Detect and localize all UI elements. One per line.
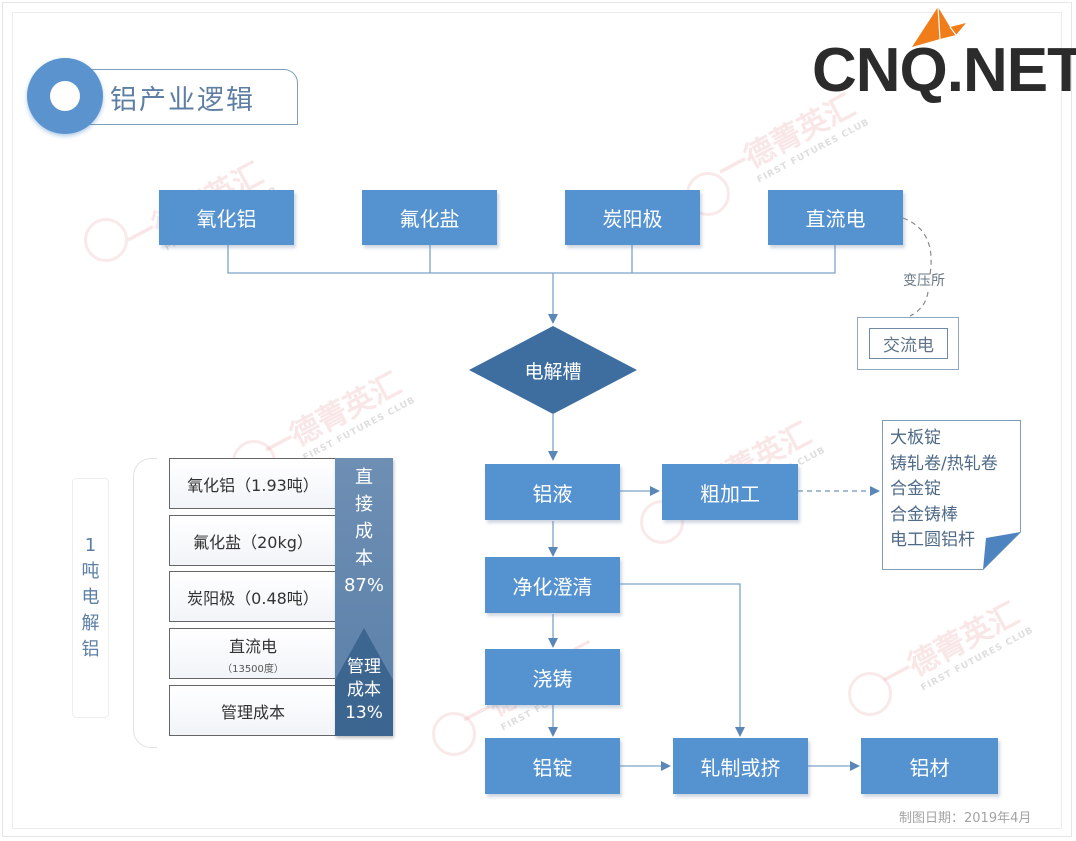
cost-basis-label: 1 吨 电 解 铝	[72, 478, 109, 718]
side-label-char: 铝	[81, 639, 100, 660]
mgmt-cost-line: 管理	[347, 657, 381, 677]
transformer-curve	[902, 217, 932, 276]
side-label-char: 电	[81, 587, 100, 608]
input-box-fluoride: 氟化盐	[362, 190, 497, 245]
rough-products-note: 大板锭 铸轧卷/热轧卷 合金锭 合金铸棒 电工圆铝杆	[882, 420, 1021, 570]
title-ring-icon	[27, 58, 103, 134]
site-logo: CNQ.NET	[812, 36, 1076, 105]
side-label-char: 1	[84, 535, 97, 556]
product-item: 大板锭	[890, 428, 941, 448]
transformer-label: 变压所	[903, 273, 945, 289]
product-item: 合金锭	[890, 479, 941, 499]
direct-cost-char: 成	[355, 521, 373, 542]
cost-row-label: 炭阳极（0.48吨）	[187, 588, 319, 608]
cost-row-management: 管理成本	[169, 685, 336, 736]
transformer-curve	[909, 291, 929, 317]
product-item: 合金铸棒	[890, 504, 958, 525]
management-cost-triangle	[335, 628, 393, 736]
flow-box-aluminum-material: 铝材	[861, 738, 998, 794]
side-label-char: 吨	[81, 561, 100, 582]
flow-box-liquid-aluminum: 铝液	[485, 464, 620, 520]
diamond-shape	[469, 326, 637, 414]
flow-box-rolling-extrusion: 轧制或挤	[673, 738, 808, 794]
cost-row-label: 管理成本	[220, 702, 285, 722]
cost-row-dc-power: 直流电 （13500度）	[169, 628, 336, 679]
input-bus-line	[227, 245, 836, 274]
chart-date: 制图日期：2019年4月	[899, 811, 1032, 826]
arrow-purify-to-rolling	[620, 583, 745, 737]
input-box-alumina: 氧化铝	[159, 190, 294, 245]
cost-row-label: 氧化铝（1.93吨）	[187, 475, 319, 495]
input-box-dc-power: 直流电	[768, 190, 903, 245]
cost-row-label: 氟化盐（20kg）	[193, 532, 313, 552]
page-title: 铝产业逻辑	[110, 85, 255, 116]
flow-box-casting: 浇铸	[485, 649, 620, 705]
cost-row-label: 直流电	[228, 636, 277, 656]
title-frame	[80, 69, 298, 125]
cost-row-fluoride: 氟化盐（20kg）	[169, 515, 336, 566]
mgmt-cost-line: 成本	[347, 680, 381, 700]
electrolytic-cell-label: 电解槽	[524, 360, 582, 383]
direct-cost-char: 直	[355, 467, 373, 488]
cost-row-anode: 炭阳极（0.48吨）	[169, 571, 336, 622]
ac-power-frame: 交流电	[857, 317, 959, 370]
ac-power-box: 交流电	[869, 328, 948, 359]
product-item: 铸轧卷/热轧卷	[890, 453, 998, 474]
cost-row-alumina: 氧化铝（1.93吨）	[169, 458, 336, 509]
direct-cost-pct: 87%	[343, 575, 384, 596]
direct-cost-char: 接	[355, 494, 373, 515]
product-list: 大板锭 铸轧卷/热轧卷 合金锭 合金铸棒 电工圆铝杆	[890, 426, 998, 554]
side-label-char: 解	[81, 613, 100, 634]
brace-bracket	[133, 458, 157, 748]
flow-box-ingot: 铝锭	[485, 738, 620, 794]
flow-box-rough-processing: 粗加工	[662, 464, 798, 520]
electrolytic-cell-node: 电解槽	[469, 326, 637, 414]
direct-cost-label: 直 接 成 本 87%	[335, 464, 393, 599]
management-cost-label: 管理 成本 13%	[335, 656, 393, 725]
product-item: 电工圆铝杆	[890, 530, 975, 550]
cost-row-sublabel: （13500度）	[222, 663, 284, 675]
mgmt-cost-pct: 13%	[345, 703, 383, 723]
input-box-anode: 炭阳极	[565, 190, 700, 245]
note-shape	[882, 420, 1021, 570]
direct-cost-char: 本	[355, 548, 373, 569]
origami-bird-icon	[912, 6, 966, 47]
flow-box-purification: 净化澄清	[485, 557, 620, 613]
